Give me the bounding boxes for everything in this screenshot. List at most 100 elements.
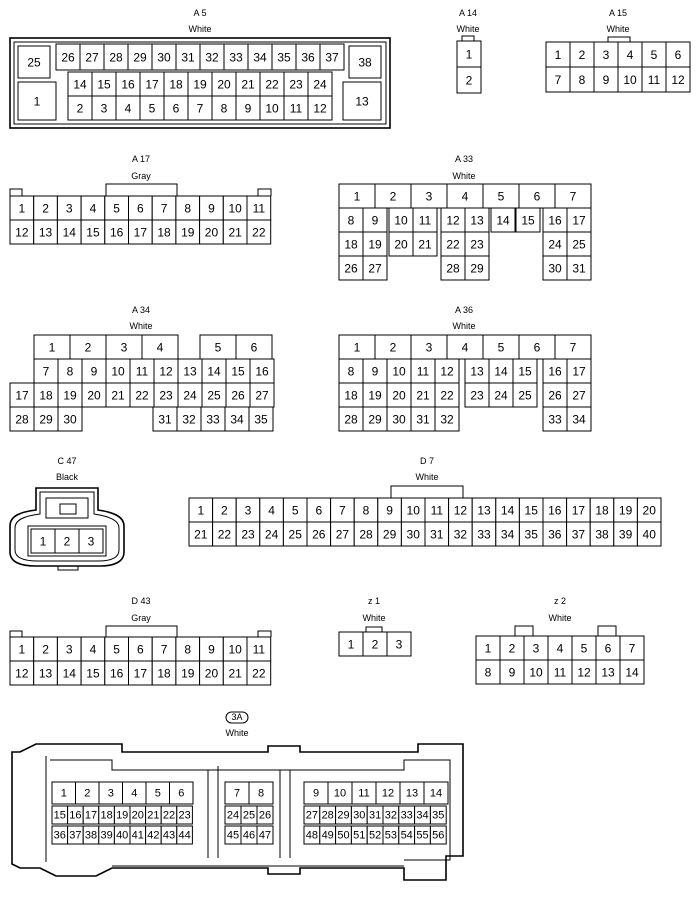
svg-text:20: 20 xyxy=(643,504,657,518)
3a-pin-41: 41 xyxy=(129,825,147,845)
svg-text:21: 21 xyxy=(194,528,208,542)
svg-text:9: 9 xyxy=(386,504,393,518)
a34-pin-17: 17 xyxy=(9,382,35,408)
svg-text:39: 39 xyxy=(100,830,112,842)
svg-text:47: 47 xyxy=(259,830,271,842)
a34-pin-35: 35 xyxy=(248,406,274,432)
svg-text:11: 11 xyxy=(419,214,432,228)
3a-pin-5: 5 xyxy=(145,781,170,805)
svg-text:3: 3 xyxy=(101,102,108,116)
svg-text:3: 3 xyxy=(121,341,128,355)
connector-z2-color: White xyxy=(548,613,571,623)
svg-text:25: 25 xyxy=(207,389,221,403)
svg-text:15: 15 xyxy=(518,365,532,379)
svg-text:38: 38 xyxy=(358,56,372,70)
svg-text:23: 23 xyxy=(159,389,173,403)
svg-text:22: 22 xyxy=(135,389,149,403)
a34-pin-21: 21 xyxy=(105,382,131,408)
a5-pin-29: 29 xyxy=(127,43,153,71)
svg-text:4: 4 xyxy=(131,788,137,800)
svg-text:8: 8 xyxy=(348,214,355,228)
3a-pin-35: 35 xyxy=(429,805,447,825)
svg-text:2: 2 xyxy=(64,535,71,549)
3a-pin-12: 12 xyxy=(375,781,401,805)
svg-text:20: 20 xyxy=(392,389,406,403)
svg-text:29: 29 xyxy=(470,262,484,276)
a5-pin-34: 34 xyxy=(247,43,273,71)
a33-pin-20: 20 xyxy=(388,231,414,257)
connector-z1-latch xyxy=(365,626,383,633)
svg-text:2: 2 xyxy=(509,642,516,656)
svg-text:1: 1 xyxy=(61,788,67,800)
d7-pin-5: 5 xyxy=(282,497,308,523)
a17-pin-6: 6 xyxy=(128,195,153,221)
svg-text:48: 48 xyxy=(306,830,318,842)
connector-a14-pins: 12 xyxy=(456,40,482,94)
svg-text:11: 11 xyxy=(253,202,266,216)
a17-pin-20: 20 xyxy=(199,219,224,245)
svg-text:2: 2 xyxy=(85,341,92,355)
d7-pin-26: 26 xyxy=(306,521,332,547)
svg-text:45: 45 xyxy=(227,830,239,842)
3a-pin-45: 45 xyxy=(224,825,242,845)
a34-pin-30: 30 xyxy=(57,406,83,432)
a33-pin-5: 5 xyxy=(482,183,520,209)
3a-pin-2: 2 xyxy=(75,781,100,805)
svg-text:30: 30 xyxy=(63,413,77,427)
a33-pin-1: 1 xyxy=(338,183,376,209)
svg-text:6: 6 xyxy=(315,504,322,518)
a5-pin-25: 25 xyxy=(17,45,51,79)
3a-pin-56: 56 xyxy=(429,825,447,845)
svg-text:18: 18 xyxy=(169,78,183,92)
svg-text:38: 38 xyxy=(85,830,97,842)
a36-pin-11: 11 xyxy=(410,358,436,384)
a34-pin-32: 32 xyxy=(176,406,202,432)
connector-d7-code: D 7 xyxy=(420,456,434,466)
svg-text:16: 16 xyxy=(548,365,562,379)
d43-pin-18: 18 xyxy=(151,660,177,686)
svg-text:23: 23 xyxy=(241,528,255,542)
3a-pin-42: 42 xyxy=(145,825,162,845)
a5-pin-7: 7 xyxy=(187,95,213,121)
svg-text:15: 15 xyxy=(86,667,100,681)
a34-pin-19: 19 xyxy=(57,382,83,408)
svg-text:34: 34 xyxy=(501,528,515,542)
svg-text:8: 8 xyxy=(579,73,586,87)
a33-pin-2: 2 xyxy=(374,183,412,209)
svg-text:4: 4 xyxy=(125,102,132,116)
a36-pin-9: 9 xyxy=(362,358,388,384)
d7-pin-39: 39 xyxy=(613,521,638,547)
svg-text:27: 27 xyxy=(336,528,350,542)
svg-text:14: 14 xyxy=(494,365,508,379)
svg-text:31: 31 xyxy=(181,51,195,65)
a34-pin-27: 27 xyxy=(249,382,275,408)
connector-3a-code-badge xyxy=(225,711,249,724)
d43-pin-22: 22 xyxy=(246,660,272,686)
a15-pin-8: 8 xyxy=(569,66,595,93)
svg-text:17: 17 xyxy=(134,226,148,240)
d43-pin-21: 21 xyxy=(222,660,248,686)
a34-pin-6: 6 xyxy=(235,334,273,360)
svg-text:10: 10 xyxy=(228,202,242,216)
svg-text:8: 8 xyxy=(348,365,355,379)
3a-pin-48: 48 xyxy=(303,825,321,845)
connector-c47-inner-shell xyxy=(14,491,120,562)
a36-pin-1: 1 xyxy=(338,334,376,360)
svg-text:21: 21 xyxy=(418,238,432,252)
svg-text:19: 19 xyxy=(181,226,195,240)
svg-text:43: 43 xyxy=(163,830,175,842)
connector-d7-color: White xyxy=(415,472,438,482)
svg-text:37: 37 xyxy=(69,830,81,842)
svg-text:11: 11 xyxy=(136,365,149,379)
svg-text:30: 30 xyxy=(392,413,406,427)
svg-text:3: 3 xyxy=(66,643,73,657)
svg-text:21: 21 xyxy=(228,667,242,681)
d7-pin-21: 21 xyxy=(188,521,214,547)
svg-text:37: 37 xyxy=(572,528,586,542)
a5-pin-38: 38 xyxy=(348,45,382,79)
